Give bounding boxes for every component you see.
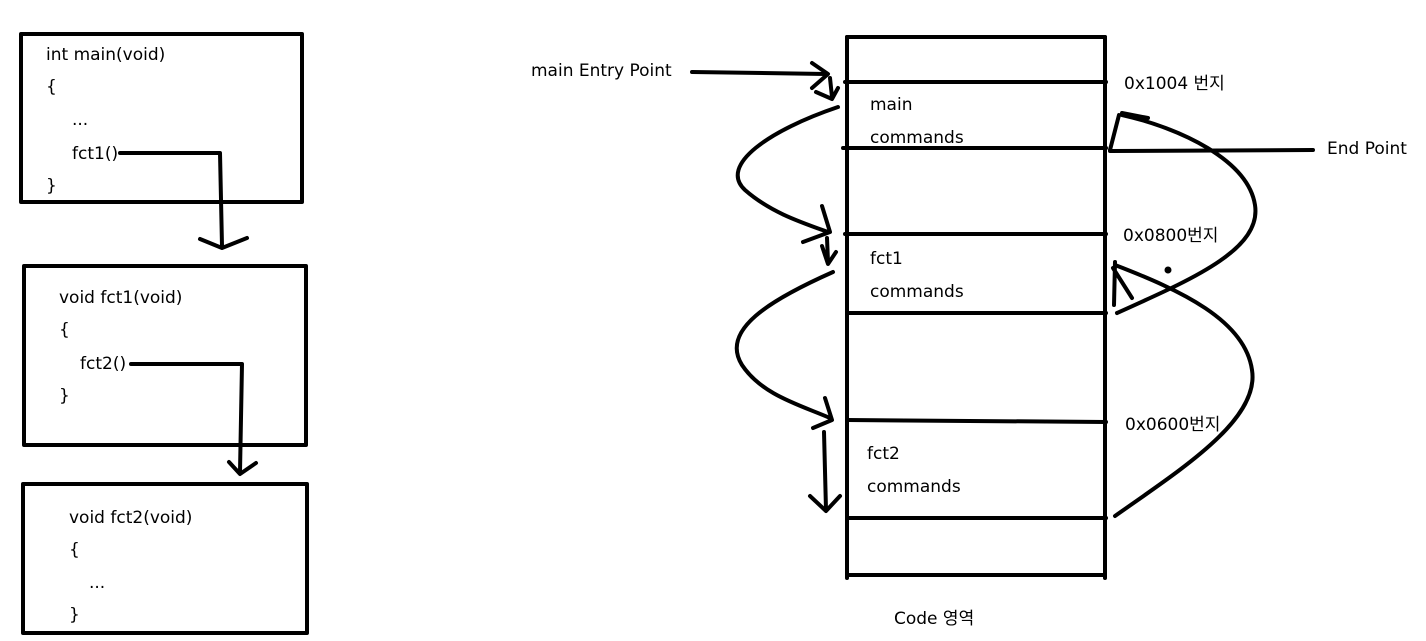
call-arrow-fct1-to-fct2 <box>129 362 258 476</box>
code-area-caption: Code 영역 <box>894 609 975 629</box>
fct2-ellipsis: ... <box>89 573 106 593</box>
main-ellipsis: ... <box>72 110 89 130</box>
fct2-close-brace: } <box>69 605 80 625</box>
entry-down-arrow <box>814 76 840 101</box>
segment-fct2-name: fct2 <box>867 444 900 464</box>
code-memory-block <box>841 35 1108 580</box>
fct1-close-brace: } <box>59 386 70 406</box>
stray-dot <box>1164 266 1172 274</box>
jump-arrow-main-to-fct1 <box>735 105 840 244</box>
segment-fct1-body: commands <box>870 282 964 302</box>
fct1-call-fct2: fct2() <box>80 354 127 374</box>
end-point-label: End Point <box>1327 139 1407 159</box>
fct2-code-box <box>21 482 309 635</box>
fct2-signature: void fct2(void) <box>69 508 193 528</box>
segment-fct2-body: commands <box>867 477 961 497</box>
fct1-open-brace: { <box>59 320 70 340</box>
segment-fct1-address: 0x0800번지 <box>1123 226 1219 246</box>
return-arrow-fct1-to-main <box>1108 111 1258 315</box>
fct1-signature: void fct1(void) <box>59 288 183 308</box>
segment-fct2-address: 0x0600번지 <box>1125 415 1221 435</box>
segment-fct1-name: fct1 <box>870 249 903 269</box>
entry-arrow <box>690 61 830 90</box>
segment-main-body: commands <box>870 128 964 148</box>
fct1-code-box <box>22 264 308 447</box>
main-signature: int main(void) <box>46 45 166 65</box>
return-arrow-fct2-to-fct1 <box>1111 260 1255 518</box>
main-call-fct1: fct1() <box>72 144 119 164</box>
main-open-brace: { <box>46 77 57 97</box>
main-close-brace: } <box>46 176 57 196</box>
fct2-open-brace: { <box>69 540 80 560</box>
segment-main-address: 0x1004 번지 <box>1124 74 1225 94</box>
main-code-box <box>19 32 304 204</box>
call-arrow-main-to-fct1 <box>118 151 249 250</box>
fct1-down-arrow <box>820 236 838 266</box>
fct2-down-arrow <box>808 430 842 513</box>
jump-arrow-fct1-to-fct2 <box>734 270 835 430</box>
segment-main-name: main <box>870 95 913 115</box>
main-entry-point-label: main Entry Point <box>531 61 672 81</box>
